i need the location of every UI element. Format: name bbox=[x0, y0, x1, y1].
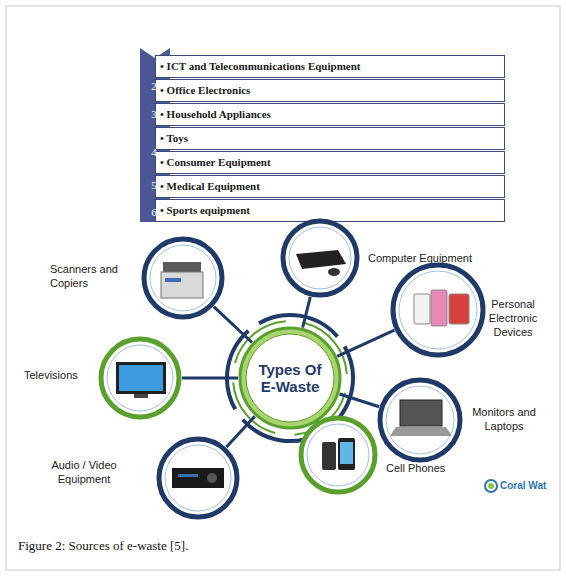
ring-inner bbox=[386, 386, 454, 454]
spoke-connector bbox=[214, 307, 252, 343]
category-text: • Medical Equipment bbox=[156, 176, 504, 197]
phone-screen bbox=[340, 442, 353, 464]
center-circle: Types Of E-Waste bbox=[238, 326, 342, 430]
category-row: • Toys bbox=[155, 127, 505, 150]
callout-number: 3 bbox=[146, 107, 162, 121]
category-circle: Cell Phones bbox=[298, 415, 378, 495]
category-circle: Personal Electronic Devices bbox=[390, 262, 486, 358]
player-shape bbox=[414, 294, 430, 324]
scanner-body bbox=[161, 272, 203, 298]
ring-outline bbox=[380, 380, 460, 460]
category-row: • Consumer Equipment bbox=[155, 151, 505, 174]
keyboard-illustration bbox=[296, 250, 346, 276]
keyboard-shape bbox=[296, 250, 346, 269]
circle-outline bbox=[141, 236, 225, 320]
circle-outline bbox=[280, 218, 360, 298]
category-circle: Computer Equipment bbox=[280, 218, 360, 298]
receiver-body bbox=[172, 468, 224, 488]
category-text: • Office Electronics bbox=[156, 80, 504, 101]
ring-inner bbox=[165, 445, 231, 511]
ring-inner bbox=[289, 227, 351, 289]
tv-frame bbox=[116, 362, 166, 394]
category-text: • ICT and Telecommunications Equipment bbox=[156, 56, 504, 77]
logo-mark bbox=[485, 480, 497, 492]
category-text: • Consumer Equipment bbox=[156, 152, 504, 173]
category-label: Monitors and Laptops bbox=[464, 405, 544, 433]
receiver-knob bbox=[207, 473, 217, 483]
figure-caption: Figure 2: Sources of e-waste [5]. bbox=[18, 538, 188, 554]
category-circle: Televisions bbox=[98, 336, 182, 420]
circle-outline bbox=[98, 336, 182, 420]
category-circle: Scanners and Copiers bbox=[141, 236, 225, 320]
callout-number: 4 bbox=[146, 145, 162, 159]
category-row: • ICT and Telecommunications Equipment bbox=[155, 55, 505, 78]
laptop-screen bbox=[400, 400, 442, 426]
ring-outline bbox=[144, 239, 222, 317]
category-label: Audio / Video Equipment bbox=[44, 458, 124, 486]
category-row: • Office Electronics bbox=[155, 79, 505, 102]
ring-outline bbox=[393, 265, 483, 355]
category-label: Televisions bbox=[24, 368, 94, 382]
phones-illustration bbox=[322, 438, 355, 470]
ring-inner bbox=[107, 345, 173, 411]
ring-inner bbox=[307, 424, 369, 486]
devices-illustration bbox=[414, 290, 469, 326]
circle-outline bbox=[298, 415, 378, 495]
logo-ring bbox=[485, 480, 497, 492]
laptop-illustration bbox=[390, 400, 452, 436]
receiver-display bbox=[178, 474, 198, 477]
ring-inner bbox=[150, 245, 216, 311]
receiver-illustration bbox=[172, 468, 224, 488]
callout-number: 2 bbox=[146, 79, 162, 93]
circle-outline bbox=[390, 262, 486, 358]
category-text: • Toys bbox=[156, 128, 504, 149]
category-text: • Household Appliances bbox=[156, 104, 504, 125]
callout-number: 6 bbox=[146, 205, 162, 219]
laptop-base bbox=[390, 427, 452, 436]
category-label: Scanners and Copiers bbox=[50, 262, 130, 290]
category-circle: Monitors and Laptops bbox=[377, 377, 463, 463]
category-label: Cell Phones bbox=[386, 461, 456, 475]
ring-inner bbox=[399, 271, 477, 349]
scanner-illustration bbox=[161, 262, 203, 298]
scanner-panel bbox=[165, 278, 181, 282]
category-row: • Sports equipment bbox=[155, 199, 505, 222]
watermark-text: Coral Wat bbox=[500, 480, 560, 491]
category-text: • Sports equipment bbox=[156, 200, 504, 221]
phone-shape bbox=[338, 438, 355, 470]
tv-screen bbox=[119, 365, 163, 391]
phone-shape bbox=[322, 442, 336, 470]
category-row: • Medical Equipment bbox=[155, 175, 505, 198]
spoke-connector bbox=[337, 330, 394, 356]
figure-frame bbox=[6, 6, 560, 570]
category-circle: Audio / Video Equipment bbox=[156, 436, 240, 520]
phone-shape bbox=[431, 290, 447, 326]
circle-outline bbox=[377, 377, 463, 463]
center-title: Types Of E-Waste bbox=[252, 361, 328, 395]
scanner-lid bbox=[163, 262, 201, 272]
tv-stand bbox=[134, 394, 148, 398]
callout-number: 5 bbox=[146, 178, 162, 192]
category-row: • Household Appliances bbox=[155, 103, 505, 126]
ring-outline bbox=[101, 339, 179, 417]
mouse-shape bbox=[328, 268, 340, 276]
center-inner-disc bbox=[246, 334, 334, 422]
spoke-connector bbox=[182, 377, 238, 380]
ring-outline bbox=[283, 221, 357, 295]
category-label: Personal Electronic Devices bbox=[484, 297, 542, 339]
circle-outline bbox=[156, 436, 240, 520]
tv-illustration bbox=[116, 362, 166, 398]
spoke-connector bbox=[226, 416, 254, 447]
tablet-shape bbox=[449, 294, 469, 324]
ring-outline bbox=[301, 418, 375, 492]
ring-outline bbox=[159, 439, 237, 517]
logo-dot bbox=[488, 483, 494, 489]
center-disc bbox=[240, 328, 340, 428]
spoke-connector bbox=[303, 297, 311, 328]
spoke-connector bbox=[339, 394, 379, 407]
